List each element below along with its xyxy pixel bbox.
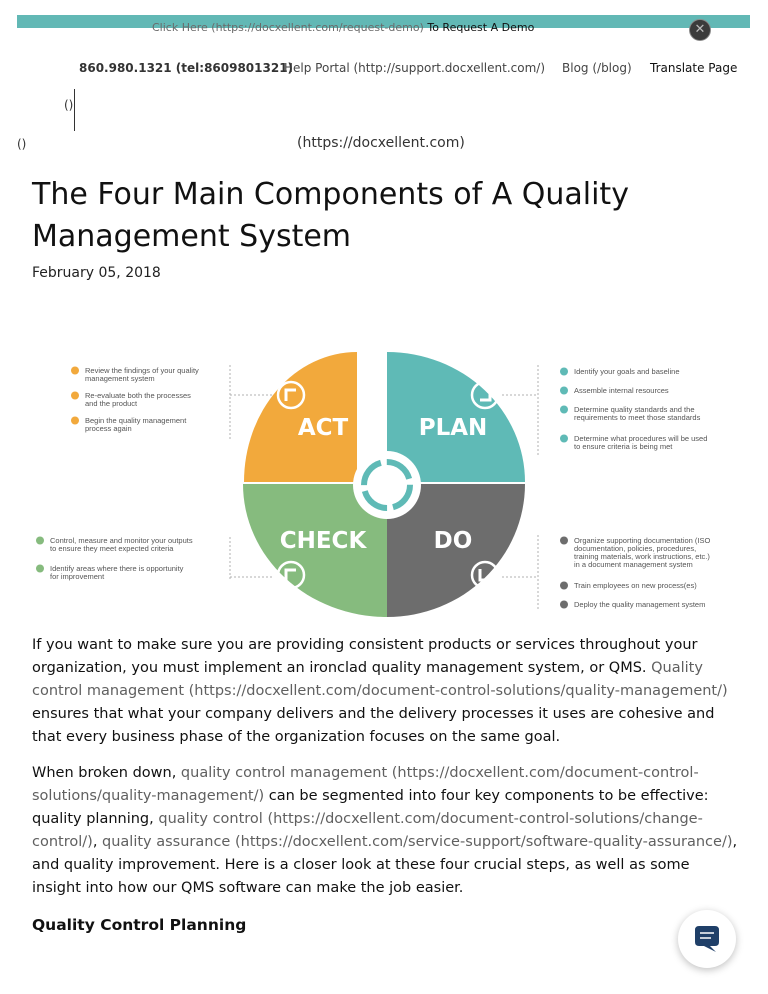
section-heading: Quality Control Planning bbox=[32, 916, 247, 934]
do-quadrant bbox=[387, 484, 525, 617]
chat-bubble-icon bbox=[695, 926, 719, 952]
request-demo-link[interactable]: Click Here (https://docxellent.com/reque… bbox=[152, 21, 424, 34]
plan-list: Identify your goals and baselineAssemble… bbox=[560, 367, 707, 451]
check-bullet-icon bbox=[36, 536, 44, 545]
components-text-4: , and quality improvement. Here is a clo… bbox=[32, 834, 738, 896]
plan-quadrant bbox=[387, 352, 525, 482]
act-list: Review the findings of your qualitymanag… bbox=[71, 366, 199, 433]
check-item-2-line-1: Identify areas where there is opportunit… bbox=[50, 564, 184, 573]
check-bullet-icon bbox=[71, 366, 79, 375]
act-quadrant bbox=[244, 352, 357, 482]
plan-item-1-line-1: Identify your goals and baseline bbox=[574, 367, 680, 376]
check-item-1-line-1: Control, measure and monitor your output… bbox=[50, 536, 193, 545]
check-item-2-line-2: for improvement bbox=[50, 572, 105, 581]
plan-label: PLAN bbox=[419, 415, 488, 441]
do-item-1-line-3: training materials, work instructions, e… bbox=[574, 552, 710, 561]
intro-text-1: If you want to make sure you are providi… bbox=[32, 637, 698, 676]
quality-control-management-link-2[interactable]: quality control management (https://docx… bbox=[32, 765, 699, 804]
check-bullet-icon bbox=[71, 391, 79, 400]
plan-item-3-line-2: requirements to meet those standards bbox=[574, 413, 701, 422]
close-banner-button[interactable]: ✕ bbox=[689, 19, 711, 41]
check-list: Control, measure and monitor your output… bbox=[36, 536, 193, 581]
page-title: The Four Main Components of A Quality Ma… bbox=[32, 177, 629, 254]
pdca-infographic: ACT PLAN CHECK DO Review the findings of… bbox=[36, 352, 710, 617]
do-list: Organize supporting documentation (ISOdo… bbox=[560, 536, 710, 609]
check-item-1-line-2: to ensure they meet expected criteria bbox=[50, 544, 174, 553]
check-bullet-icon bbox=[560, 405, 568, 414]
do-corner-icon bbox=[470, 560, 500, 590]
logo-placeholder: () bbox=[64, 98, 74, 112]
intro-text-2: ensures that what your company delivers … bbox=[32, 706, 715, 745]
components-text-2: can be segmented into four key component… bbox=[32, 788, 709, 827]
check-label: CHECK bbox=[280, 528, 368, 554]
components-text-3: , bbox=[92, 834, 103, 850]
act-item-2-line-2: and the product bbox=[85, 399, 138, 408]
help-portal-link[interactable]: Help Portal (http://support.docxellent.c… bbox=[284, 61, 545, 75]
act-item-3-line-2: process again bbox=[85, 424, 132, 433]
demo-banner bbox=[17, 15, 750, 28]
menu-placeholder[interactable]: () bbox=[17, 137, 27, 151]
check-bullet-icon bbox=[560, 386, 568, 395]
do-label: DO bbox=[434, 528, 473, 554]
check-bullet-icon bbox=[560, 581, 568, 590]
connector-lines bbox=[229, 365, 539, 610]
phone-link[interactable]: 860.980.1321 (tel:8609801321) bbox=[79, 61, 294, 75]
quality-control-link[interactable]: quality control (https://docxellent.com/… bbox=[32, 811, 703, 850]
plan-corner-icon bbox=[470, 380, 500, 410]
act-label: ACT bbox=[298, 415, 349, 441]
act-item-1-line-1: Review the findings of your quality bbox=[85, 366, 199, 375]
check-bullet-icon bbox=[560, 536, 568, 545]
act-corner-icon bbox=[276, 380, 306, 410]
blog-link[interactable]: Blog (/blog) bbox=[562, 61, 632, 75]
request-demo-cta[interactable]: To Request A Demo bbox=[427, 21, 535, 34]
plan-item-4-line-1: Determine what procedures will be used bbox=[574, 434, 707, 443]
do-item-1-line-2: documentation, policies, procedures, bbox=[574, 544, 696, 553]
check-quadrant bbox=[243, 484, 387, 617]
cycle-arrows-icon bbox=[361, 459, 413, 511]
translate-page-link[interactable]: Translate Page bbox=[650, 61, 738, 75]
do-item-2-line-1: Train employees on new process(es) bbox=[574, 581, 697, 590]
check-corner-icon bbox=[276, 560, 306, 590]
divider bbox=[74, 89, 75, 131]
check-bullet-icon bbox=[560, 600, 568, 609]
plan-item-2-line-1: Assemble internal resources bbox=[574, 386, 669, 395]
do-item-1-line-1: Organize supporting documentation (ISO bbox=[574, 536, 710, 545]
check-bullet-icon bbox=[560, 434, 568, 443]
components-paragraph: When broken down, quality control manage… bbox=[32, 762, 740, 900]
components-text-1: When broken down, bbox=[32, 765, 181, 781]
check-bullet-icon bbox=[36, 564, 44, 573]
post-date: February 05, 2018 bbox=[32, 265, 161, 281]
plan-item-4-line-2: to ensure criteria is being met bbox=[574, 442, 673, 451]
do-item-3-line-1: Deploy the quality management system bbox=[574, 600, 705, 609]
do-item-1-line-4: in a document management system bbox=[574, 560, 693, 569]
check-bullet-icon bbox=[560, 367, 568, 376]
chat-button[interactable] bbox=[678, 910, 736, 968]
act-item-1-line-2: management system bbox=[85, 374, 155, 383]
demo-banner-text[interactable]: Click Here (https://docxellent.com/reque… bbox=[152, 21, 534, 35]
act-item-3-line-1: Begin the quality management bbox=[85, 416, 187, 425]
check-bullet-icon bbox=[71, 416, 79, 425]
home-link[interactable]: (https://docxellent.com) bbox=[297, 135, 465, 151]
close-icon: ✕ bbox=[694, 22, 706, 37]
plan-item-3-line-1: Determine quality standards and the bbox=[574, 405, 695, 414]
intro-paragraph: If you want to make sure you are providi… bbox=[32, 634, 740, 749]
act-item-2-line-1: Re-evaluate both the processes bbox=[85, 391, 191, 400]
quality-assurance-link[interactable]: quality assurance (https://docxellent.co… bbox=[102, 834, 733, 850]
quality-control-management-link[interactable]: Quality control management (https://docx… bbox=[32, 660, 728, 699]
